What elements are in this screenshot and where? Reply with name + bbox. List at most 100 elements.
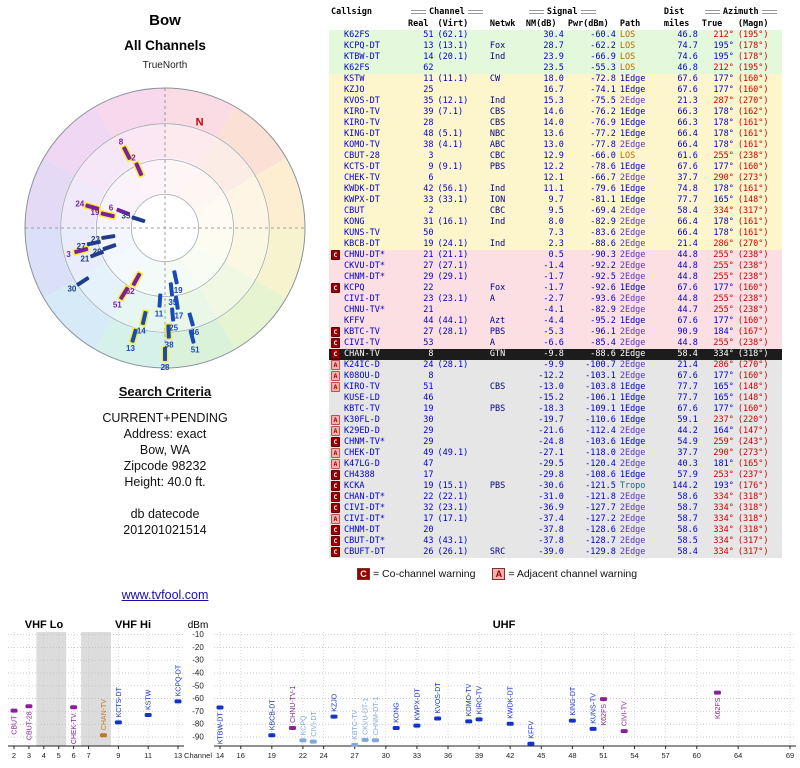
cell-virtual-channel: (24.1) [435,239,488,250]
north-marker: N [196,116,204,128]
channel-label: 35 [122,211,131,220]
cell-callsign: CKVU-DT* [342,261,406,272]
station-signal-marker [361,737,369,742]
cell-path: 2Edge [617,459,662,470]
cell-network: Ind [487,184,524,195]
cell-azimuth-magnetic: (160°) [735,371,782,382]
cell-real-channel: 48 [406,129,436,140]
warning-flag-cell [329,217,342,228]
band-title: VHF Lo [25,619,64,631]
cell-path: 2Edge [617,228,662,239]
cell-power: -93.6 [565,294,618,305]
cell-network [487,470,524,481]
station-marker [157,293,163,308]
tvfool-link[interactable]: www.tvfool.com [121,588,209,602]
cell-azimuth-true: 177° [699,74,736,85]
cell-azimuth-magnetic: (178°) [735,52,782,63]
col-header-pwr: Pwr(dBm) [567,19,609,29]
cell-callsign: K47LG-D [342,459,406,470]
co-channel-flag: C [331,283,340,293]
cell-network [487,360,524,371]
cell-callsign: KTBW-DT [342,52,406,63]
cell-noise-margin: 14.0 [523,118,566,129]
channel-tick-label: 11 [144,751,152,760]
cell-azimuth-true: 334° [699,525,736,536]
cell-power: -129.8 [565,547,618,558]
cell-path: 1Edge [617,316,662,327]
cell-callsign: CHNM-DT [342,525,406,536]
svg-text:KWDK-DT: KWDK-DT [508,685,515,718]
cell-network [487,525,524,536]
cell-path: LOS [617,151,662,162]
station-signal-marker [330,714,338,719]
station-signal-marker [392,725,400,730]
cell-real-channel: 51 [406,30,436,41]
channel-label: 14 [137,327,146,336]
band-title: dBm [188,620,209,631]
channel-label: 46 [190,328,199,337]
station-signal-label: KSTW [146,689,153,710]
cell-callsign: K08OU-D [342,371,406,382]
warning-flag-cell [329,404,342,415]
radar-grid-ring [60,123,270,333]
cell-path: 2Edge [617,492,662,503]
cell-distance-miles: 67.6 [661,404,700,415]
channel-label: 19 [174,286,183,295]
cell-real-channel: 19 [406,404,436,415]
cell-virtual-channel: (43.1) [435,536,488,547]
cell-noise-margin: -21.6 [523,426,566,437]
col-header-callsign: Callsign [331,7,372,17]
cell-network: PBS [487,404,524,415]
channel-tick-label: 30 [382,751,390,760]
cell-path: 2Edge [617,239,662,250]
channel-tick-label: 64 [734,751,742,760]
cell-distance-miles: 77.7 [661,382,700,393]
cell-network [487,261,524,272]
cell-power: -75.5 [565,96,618,107]
cell-azimuth-true: 178° [699,228,736,239]
cell-network: A [487,338,524,349]
cell-virtual-channel [435,228,488,239]
cell-azimuth-magnetic: (238°) [735,250,782,261]
cell-path: 1Edge [617,85,662,96]
cell-power: -108.6 [565,470,618,481]
cell-noise-margin: 7.3 [523,228,566,239]
station-signal-label: K62FS [715,697,722,719]
cell-path: 2Edge [617,426,662,437]
cell-distance-miles: 44.8 [661,261,700,272]
warning-flag-cell [329,52,342,63]
cell-azimuth-magnetic: (148°) [735,382,782,393]
col-header-true: True [701,19,723,29]
cell-distance-miles: 57.9 [661,470,700,481]
cell-distance-miles: 37.7 [661,448,700,459]
station-marker [188,329,196,344]
cell-real-channel: 14 [406,52,436,63]
cell-power: -100.7 [565,360,618,371]
cell-noise-margin: -2.7 [523,294,566,305]
cell-path: 1Edge [617,470,662,481]
cell-noise-margin: 9.5 [523,206,566,217]
cell-real-channel: 20 [406,525,436,536]
cell-callsign: CHNM-TV* [342,437,406,448]
cell-real-channel: 8 [406,349,436,360]
station-signal-marker [475,717,483,722]
cell-callsign: CIVI-TV [342,338,406,349]
cell-azimuth-magnetic: (161°) [735,228,782,239]
station-signal-label: KTBW-DT [218,712,225,744]
co-channel-flag: C [331,470,340,480]
cell-network [487,492,524,503]
warning-flag-cell: A [329,448,342,459]
station-marker [131,215,146,224]
cell-distance-miles: 77.7 [661,195,700,206]
channel-tick-label: 48 [568,751,576,760]
cell-power: -88.6 [565,349,618,360]
cell-virtual-channel [435,371,488,382]
station-signal-marker [309,739,317,744]
cell-path: 1Edge [617,118,662,129]
cell-real-channel: 23 [406,294,436,305]
cell-callsign: CBUFT-DT [342,547,406,558]
